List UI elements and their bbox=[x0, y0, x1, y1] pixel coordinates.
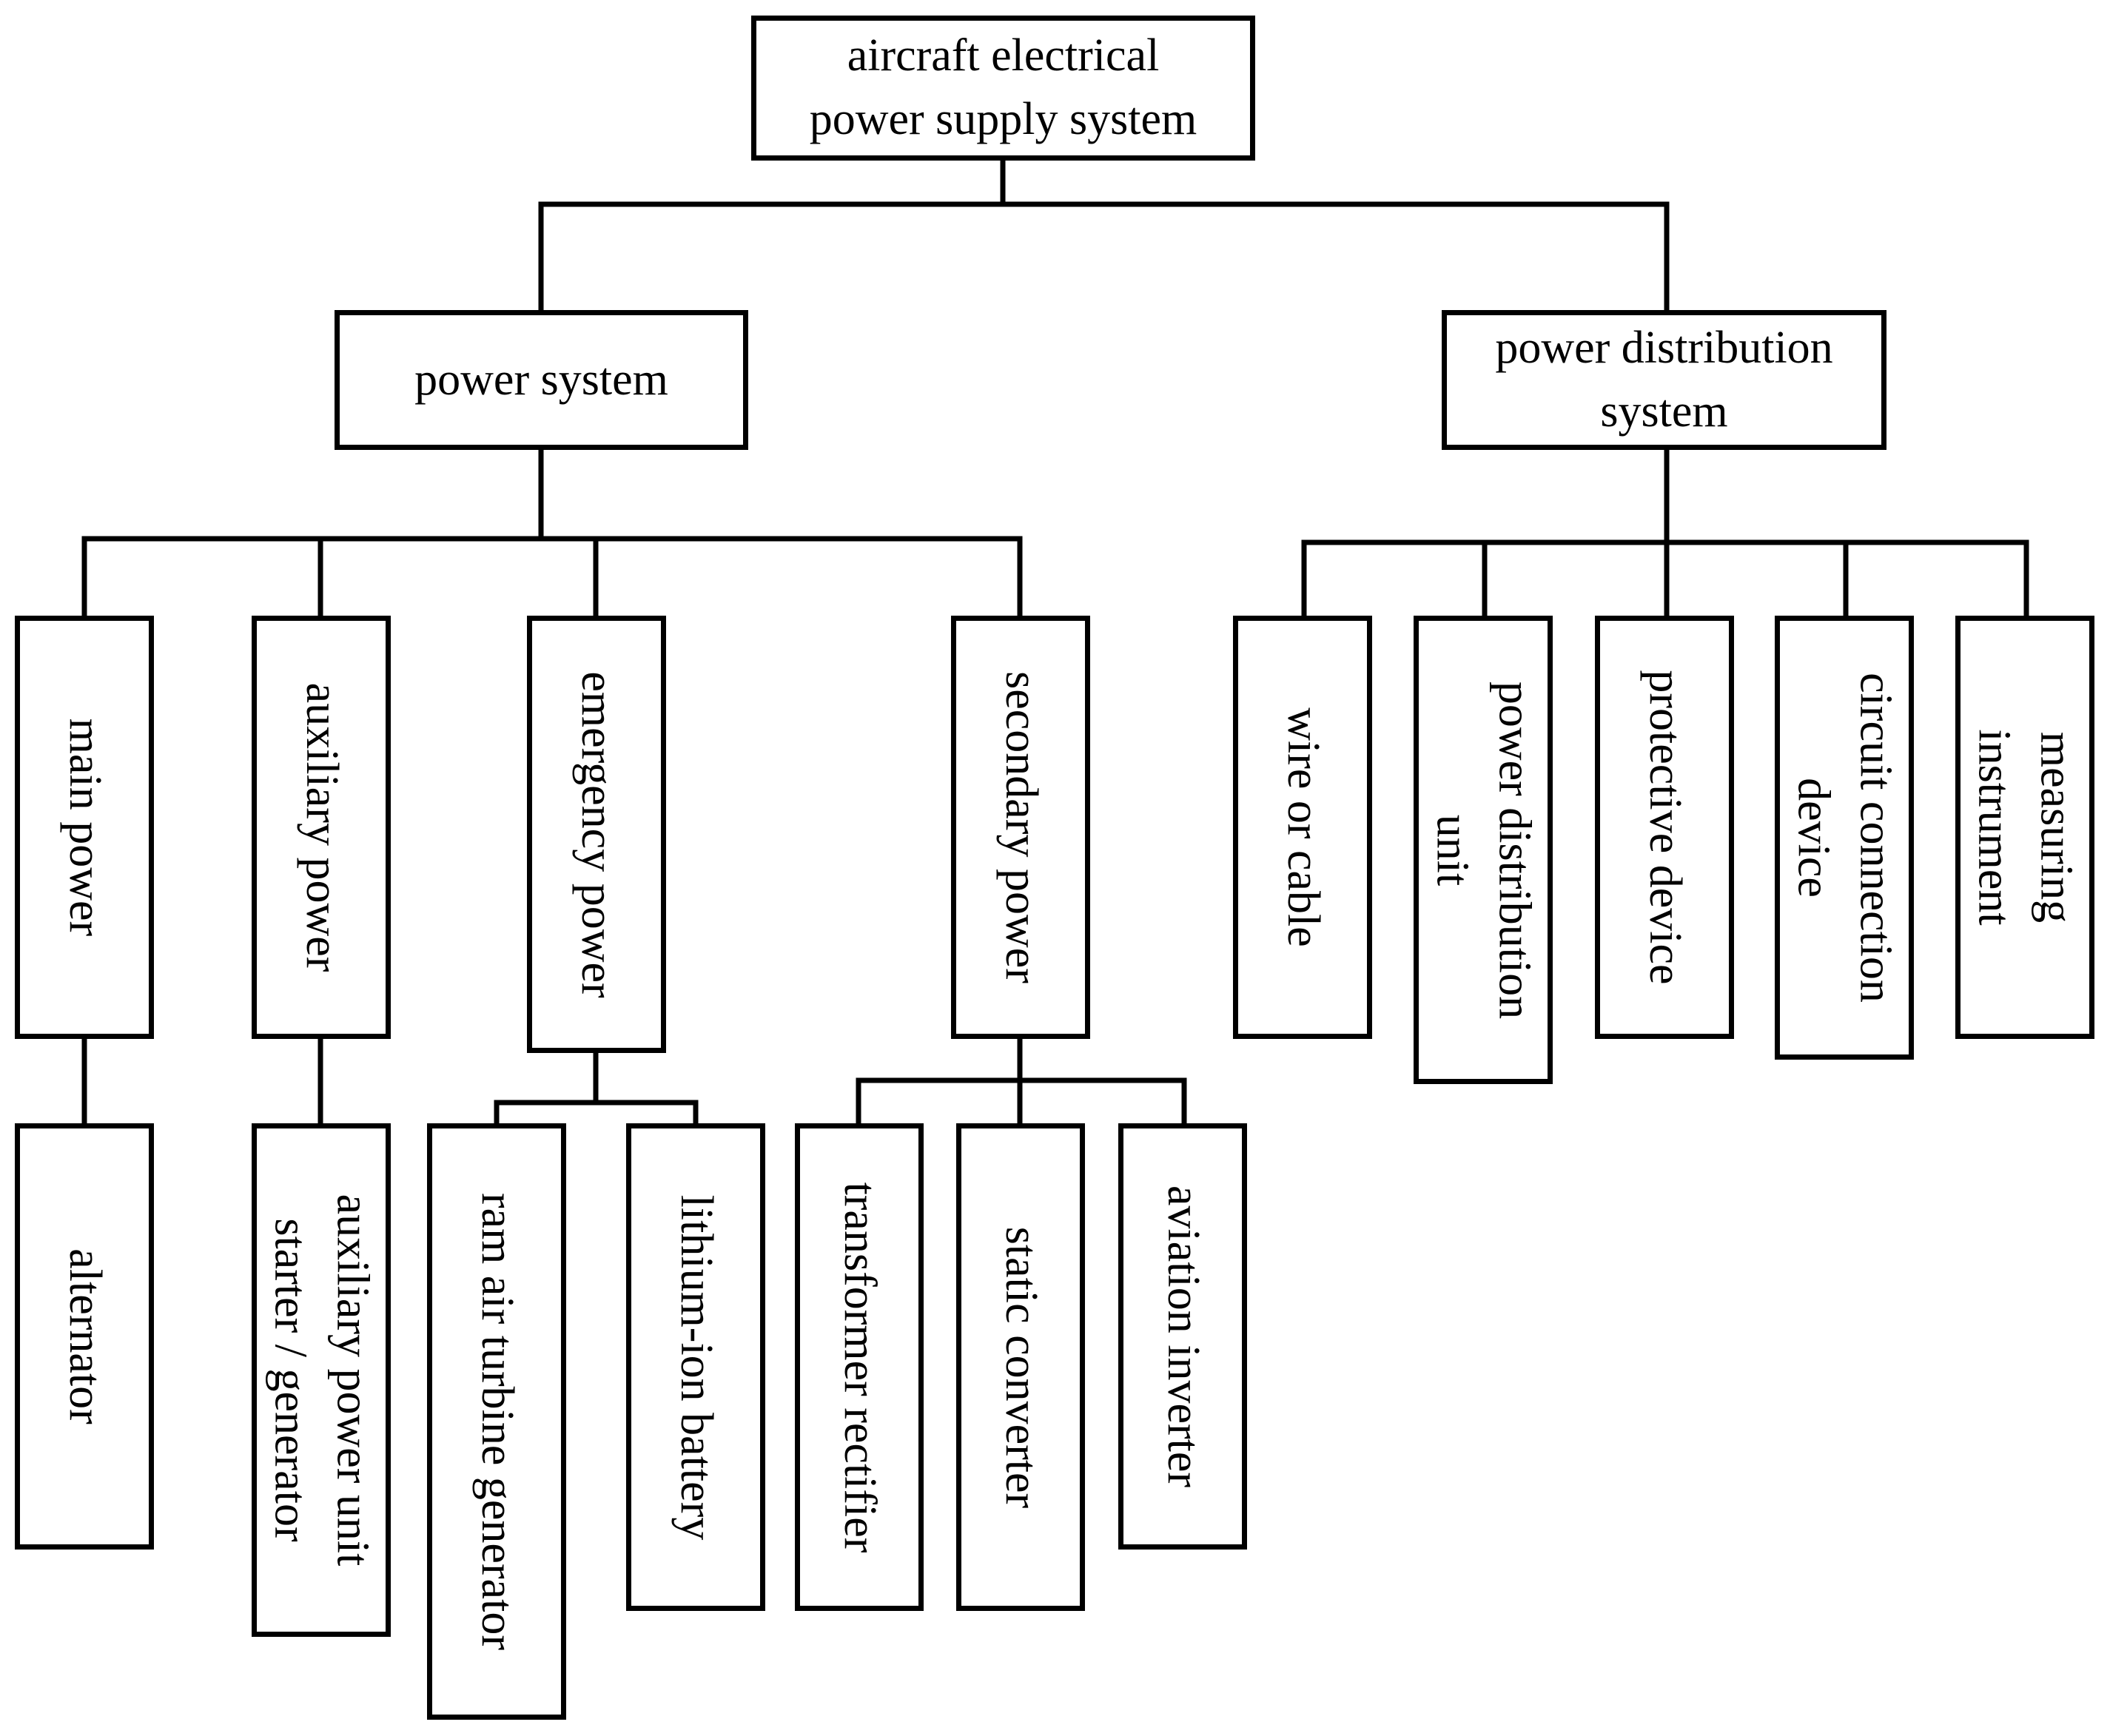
main-power-node: main power bbox=[15, 616, 154, 1039]
apu-starter-generator-label-line-1: auxiliary power unit bbox=[327, 1194, 378, 1567]
auxiliary-power-node: auxiliary power bbox=[252, 616, 391, 1039]
power-distribution-unit-node: power distribution unit bbox=[1414, 616, 1553, 1084]
measuring-instrument-label-line-2: instrument bbox=[1969, 729, 2020, 926]
main-power-label: main power bbox=[59, 718, 110, 937]
lithium-ion-battery-label: lithium-ion battery bbox=[671, 1194, 722, 1540]
circuit-connection-device-label-line-2: device bbox=[1789, 778, 1839, 898]
circuit-connection-device-label-line-1: circuit connection bbox=[1850, 673, 1901, 1003]
secondary-power-label: secondary power bbox=[995, 671, 1046, 983]
root-node: aircraft electrical power supply system bbox=[751, 16, 1255, 161]
static-converter-node: static converter bbox=[956, 1123, 1085, 1611]
secondary-power-node: secondary power bbox=[951, 616, 1090, 1039]
ram-air-turbine-generator-label: ram air turbine generator bbox=[471, 1193, 523, 1650]
power-distribution-system-node: power distribution system bbox=[1442, 310, 1886, 450]
power-system-node: power system bbox=[335, 310, 748, 450]
apu-starter-generator-label-line-2: starter / generator bbox=[266, 1218, 316, 1542]
aviation-inverter-label: aviation inverter bbox=[1158, 1185, 1209, 1487]
apu-starter-generator-node: auxiliary power unit starter / generator bbox=[252, 1123, 391, 1637]
measuring-instrument-node: measuring instrument bbox=[1955, 616, 2094, 1039]
protective-device-label: protective device bbox=[1639, 670, 1690, 985]
alternator-label: alternator bbox=[59, 1248, 110, 1424]
power-distribution-unit-label-line-2: unit bbox=[1428, 814, 1478, 886]
static-converter-label: static converter bbox=[995, 1226, 1046, 1508]
power-distribution-system-label-line-2: system bbox=[1600, 386, 1728, 437]
alternator-node: alternator bbox=[15, 1123, 154, 1550]
emergency-power-label: emergency power bbox=[571, 670, 622, 998]
transformer-rectifier-label: transformer rectifier bbox=[834, 1182, 885, 1552]
transformer-rectifier-node: transformer rectifier bbox=[795, 1123, 924, 1611]
aviation-inverter-node: aviation inverter bbox=[1118, 1123, 1247, 1550]
circuit-connection-device-node: circuit connection device bbox=[1775, 616, 1914, 1060]
wire-or-cable-node: wire or cable bbox=[1233, 616, 1372, 1039]
power-distribution-unit-label-line-1: power distribution bbox=[1489, 681, 1540, 1019]
root-label-line-2: power supply system bbox=[809, 94, 1197, 144]
ram-air-turbine-generator-node: ram air turbine generator bbox=[427, 1123, 566, 1720]
lithium-ion-battery-node: lithium-ion battery bbox=[626, 1123, 765, 1611]
root-label-line-1: aircraft electrical bbox=[847, 30, 1160, 81]
auxiliary-power-label: auxiliary power bbox=[296, 682, 347, 972]
power-system-label: power system bbox=[414, 354, 668, 405]
power-distribution-system-label-line-1: power distribution bbox=[1495, 322, 1833, 373]
emergency-power-node: emergency power bbox=[527, 616, 666, 1053]
protective-device-node: protective device bbox=[1595, 616, 1734, 1039]
wire-or-cable-label: wire or cable bbox=[1277, 707, 1328, 947]
measuring-instrument-label-line-1: measuring bbox=[2031, 731, 2082, 923]
